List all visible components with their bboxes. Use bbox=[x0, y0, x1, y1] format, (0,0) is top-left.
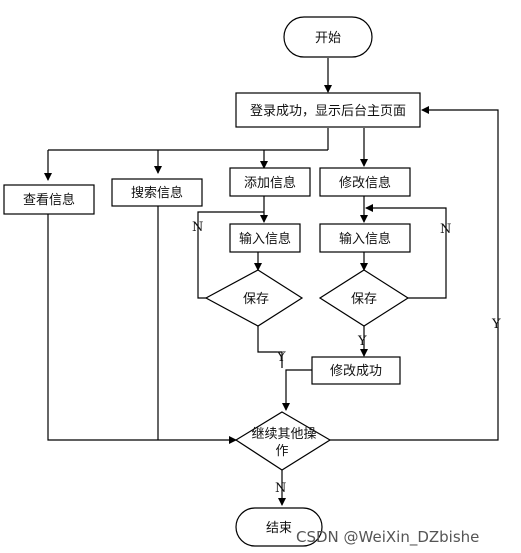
end-node bbox=[235, 507, 323, 547]
label-n-add: N bbox=[192, 220, 203, 235]
login-label: 登录成功，显示后台主页面 bbox=[250, 104, 406, 119]
login-node bbox=[235, 92, 421, 128]
input-add-label: 输入信息 bbox=[239, 231, 291, 247]
edge-save-add-n-loop bbox=[197, 211, 264, 299]
watermark: CSDN @WeiXin_DZbishe bbox=[296, 528, 479, 547]
edit-success-node bbox=[311, 356, 401, 385]
edge-save-edit-n-loop bbox=[365, 204, 447, 299]
input-add-node bbox=[229, 223, 301, 253]
label-y-edit: Y bbox=[357, 334, 367, 349]
edge-success-continue bbox=[282, 369, 312, 411]
start-node bbox=[283, 16, 373, 58]
continue-diamond bbox=[234, 411, 332, 471]
input-edit-node bbox=[319, 223, 411, 253]
label-n-continue: N bbox=[275, 481, 286, 496]
add-node bbox=[229, 167, 311, 197]
save-edit-label: 保存 bbox=[351, 292, 377, 307]
edit-success-label: 修改成功 bbox=[330, 364, 382, 379]
view-label: 查看信息 bbox=[23, 192, 75, 208]
end-label: 结束 bbox=[266, 521, 292, 536]
save-add-label: 保存 bbox=[243, 292, 269, 307]
edit-node bbox=[319, 167, 411, 197]
save-edit-diamond bbox=[318, 269, 410, 327]
edge-save-add-y bbox=[257, 326, 283, 368]
label-y-add: Y bbox=[276, 350, 286, 365]
start-label: 开始 bbox=[315, 31, 341, 46]
add-label: 添加信息 bbox=[244, 175, 296, 191]
label-y-continue: Y bbox=[491, 317, 501, 332]
label-n-edit: N bbox=[440, 222, 451, 237]
edge-continue-y-login bbox=[330, 106, 499, 441]
search-label: 搜索信息 bbox=[131, 185, 183, 201]
continue-label-line1: 继续其他操 bbox=[251, 426, 316, 442]
view-node bbox=[3, 184, 95, 215]
search-node bbox=[111, 178, 203, 207]
continue-label-line2: 作 bbox=[275, 444, 288, 459]
edit-label: 修改信息 bbox=[339, 175, 391, 191]
edge-view-continue bbox=[47, 214, 237, 444]
save-add-diamond bbox=[204, 269, 304, 327]
input-edit-label: 输入信息 bbox=[339, 231, 391, 247]
